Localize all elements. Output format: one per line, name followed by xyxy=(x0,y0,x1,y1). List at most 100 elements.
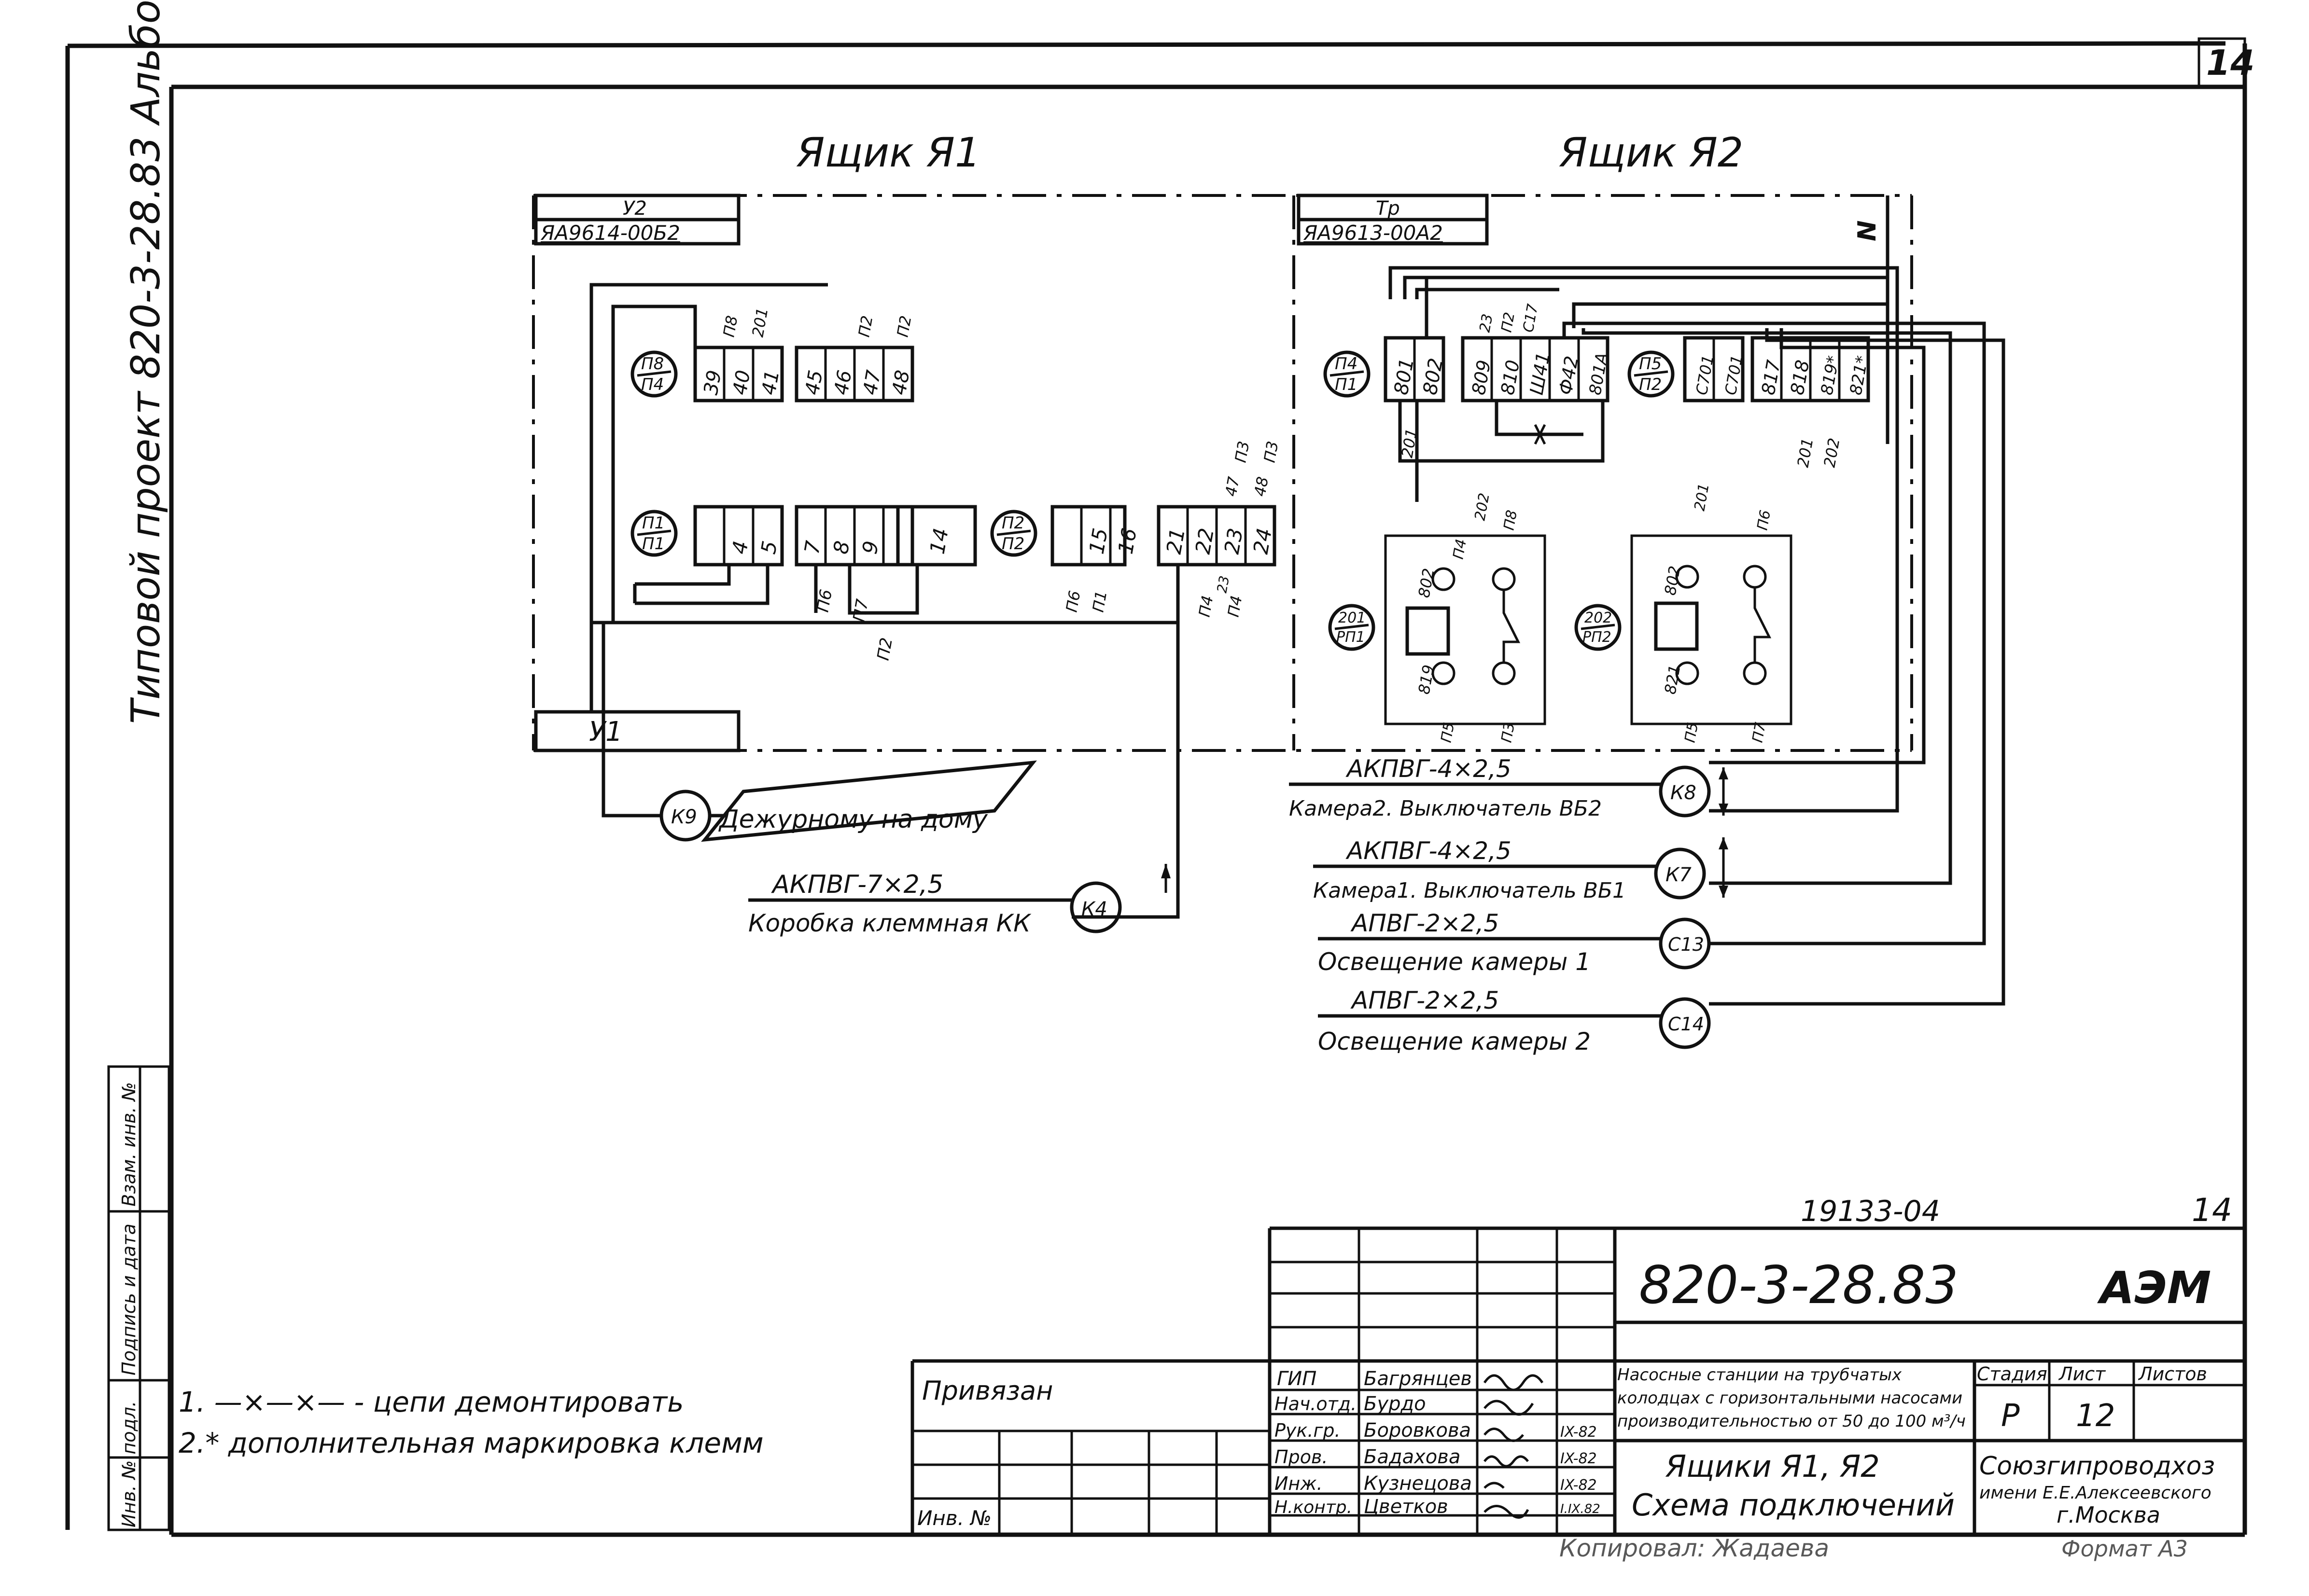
sheet-no-value: 12 xyxy=(2076,1398,2115,1434)
box1-mark-d: П2 xyxy=(893,314,915,338)
relay1-mark-p5: П5 xyxy=(1438,721,1458,744)
cable-k4 xyxy=(748,864,1171,933)
cable-c14-id: С14 xyxy=(1668,1013,1704,1035)
sheet-title-2: Схема подключений xyxy=(1632,1487,1955,1523)
cable-k7-dest: Камера1. Выключатель ВБ1 xyxy=(1313,878,1626,903)
box1-connector-p1 xyxy=(630,510,678,557)
box1-term-a-1: 39 xyxy=(700,369,726,397)
cable-k9-dest: Дежурному на дому xyxy=(718,805,988,834)
cable-k8 xyxy=(1289,765,1728,818)
name-1: Бурдо xyxy=(1364,1393,1426,1415)
designation: 820-3-28.83 xyxy=(1639,1255,1959,1316)
box1-mark-p1: П1 xyxy=(1089,589,1110,613)
box1-term-d-1: 7 xyxy=(800,539,826,556)
cable-k4-id: К4 xyxy=(1081,898,1107,920)
stage-label: Стадия xyxy=(1977,1363,2047,1385)
name-0: Багрянцев xyxy=(1364,1368,1472,1390)
box2-connector-right-upper: П5 xyxy=(1639,354,1662,374)
box1-term-g-3: 23 xyxy=(1220,527,1248,556)
box2-connector-left-lower: П1 xyxy=(1335,375,1357,394)
box2-connector-p5-p2 xyxy=(1627,350,1675,398)
cable-k4-mark: АКПВГ-7×2,5 xyxy=(771,870,943,899)
box1-mark-p6b: П6 xyxy=(1062,589,1084,613)
role-2: Рук.гр. xyxy=(1274,1420,1341,1441)
date-5: I.IX.82 xyxy=(1560,1502,1600,1516)
box2-device-type: ЯА9613-00А2 xyxy=(1303,221,1443,245)
cable-c14-dest: Освещение камеры 2 xyxy=(1318,1027,1591,1055)
box1-terminal-block-c xyxy=(693,505,784,567)
cable-c14-mark: АПВГ-2×2,5 xyxy=(1350,986,1499,1014)
box2-mark-w201b: 201 xyxy=(1793,437,1817,469)
box2-terminal-block-a xyxy=(1384,336,1445,402)
box1-terminal-block-g xyxy=(1157,505,1276,567)
stamp-cell-replaced-inv: Взам. инв. № xyxy=(118,1082,140,1207)
box1-connector-p2 xyxy=(990,510,1037,557)
project-desc: Насосные станции на трубчатых колодцах с… xyxy=(1617,1365,1966,1431)
box1-connector-mid-upper: П1 xyxy=(642,513,665,533)
name-5: Цветков xyxy=(1364,1496,1448,1518)
relay1-term-p4: П4 xyxy=(1450,538,1470,560)
section-code: АЭМ xyxy=(2097,1262,2211,1314)
box1-terminal-block-a xyxy=(693,346,784,402)
cable-k9 xyxy=(659,760,1037,842)
cable-c13-id: С13 xyxy=(1668,934,1704,955)
box1-terminal-block-b xyxy=(795,346,914,402)
box1-term-f-2: 16 xyxy=(1114,527,1142,556)
linked-label: Привязан xyxy=(922,1375,1053,1406)
relay2-mark-p5: П5 xyxy=(1681,721,1702,744)
relay2-upper: 202 xyxy=(1584,610,1612,626)
box2-mark-top-1: 23 xyxy=(1476,313,1496,334)
box1-mark-p6: П6 xyxy=(813,588,836,613)
box2-terminal-block-b xyxy=(1461,336,1609,402)
box1-device-type: ЯА9614-00Б2 xyxy=(540,221,680,245)
box1-device-header xyxy=(534,194,741,246)
sheet-title-1: Ящики Я1, Я2 xyxy=(1665,1449,1880,1484)
cable-c13-mark: АПВГ-2×2,5 xyxy=(1350,909,1499,937)
box2-terminal-block-d xyxy=(1750,336,1870,402)
cable-k8-id: К8 xyxy=(1670,782,1696,804)
box1-mark-p2: П2 xyxy=(873,636,896,662)
cable-c13 xyxy=(1318,917,1711,970)
paper-format: Формат А3 xyxy=(2061,1536,2188,1562)
box1-connector-mid2-lower: П2 xyxy=(1002,534,1024,554)
relay2-term-201: 201 xyxy=(1691,482,1712,512)
box1-term-c-1: 4 xyxy=(728,539,753,556)
cable-k4-dest: Коробка клеммная КК xyxy=(748,909,1032,937)
name-3: Бадахова xyxy=(1364,1446,1460,1468)
box1-term-d-3: 9 xyxy=(858,539,883,556)
box1-term-g-1: 21 xyxy=(1162,527,1190,556)
box1-title: Ящик Я1 xyxy=(796,129,980,176)
org-name-1: Союзгипроводхоз xyxy=(1979,1452,2215,1481)
title-block-grid xyxy=(910,1226,2245,1535)
cable-c13-dest: Освещение камеры 1 xyxy=(1318,948,1591,976)
relay2-mark-p7: П7 xyxy=(1749,721,1769,744)
box1-terminal-block-f xyxy=(1050,505,1127,567)
box1-term-f-1: 15 xyxy=(1085,527,1113,556)
box1-mark-a: П8 xyxy=(719,314,741,338)
relay1-lower: РП1 xyxy=(1336,629,1365,646)
box1-term-c-2: 5 xyxy=(756,539,782,556)
box1-term-b-1: 45 xyxy=(801,369,827,397)
box2-terminal-block-c xyxy=(1683,336,1745,402)
box1-connector-top-upper: П8 xyxy=(641,354,664,374)
box1-terminal-block-e xyxy=(896,505,977,567)
box1-device-code: У2 xyxy=(623,197,647,220)
inventory-number: 19133-04 xyxy=(1801,1194,1940,1228)
role-0: ГИП xyxy=(1277,1368,1316,1390)
cable-c14 xyxy=(1318,997,1711,1049)
box1-term-g-4: 24 xyxy=(1249,527,1277,556)
box2-mark-top-3: С17 xyxy=(1520,303,1541,333)
stamp-cell-sign-date: Подпись и дата xyxy=(118,1223,140,1375)
role-1: Нач.отд. xyxy=(1274,1393,1357,1415)
box1-mark-p7: П7 xyxy=(849,597,872,624)
relay1-term-202: 202 xyxy=(1471,492,1493,522)
cable-k7-mark: АКПВГ-4×2,5 xyxy=(1345,837,1511,865)
box1-connector-mid2-upper: П2 xyxy=(1002,513,1024,533)
box1-mark-n48: 48 xyxy=(1250,475,1272,498)
box-enclosures xyxy=(532,194,1913,752)
box1-terminal-block-d xyxy=(795,505,914,567)
date-4: IX-82 xyxy=(1560,1477,1597,1494)
sheet-frame xyxy=(65,37,2247,1537)
relay1-contact-top: 802 xyxy=(1414,567,1438,599)
relay2-contact-bottom: 821 xyxy=(1661,664,1684,696)
